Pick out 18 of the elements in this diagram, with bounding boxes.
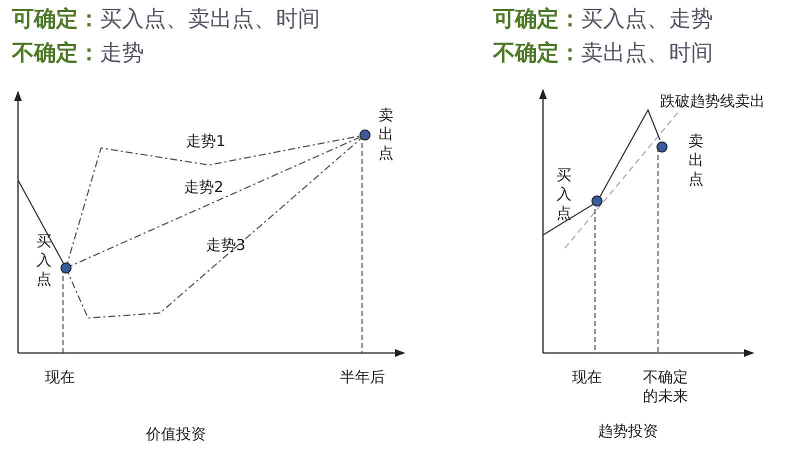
axis-label: 现在 (45, 368, 75, 387)
annotation-text: 跌破趋势线卖出 (660, 92, 765, 111)
point-label: 买入点 (36, 232, 52, 288)
axis-label: 不确定的未来 (643, 368, 689, 406)
point-label: 买入点 (556, 166, 572, 222)
axis-label: 现在 (572, 368, 602, 387)
trend-label: 走势3 (206, 236, 246, 255)
chart-caption: 价值投资 (146, 425, 206, 444)
trend-label: 走势2 (184, 178, 224, 197)
heading-text: 不确定：卖出点、时间 (493, 40, 713, 68)
chart-caption: 趋势投资 (598, 422, 658, 441)
trend-label: 走势1 (186, 132, 226, 151)
point-label: 卖出点 (378, 106, 394, 162)
axis-label: 半年后 (340, 368, 385, 387)
heading-text: 不确定：走势 (12, 40, 144, 68)
point-label: 卖出点 (688, 132, 704, 188)
heading-text: 可确定：买入点、走势 (493, 6, 713, 34)
heading-text: 可确定：买入点、卖出点、时间 (12, 6, 320, 34)
